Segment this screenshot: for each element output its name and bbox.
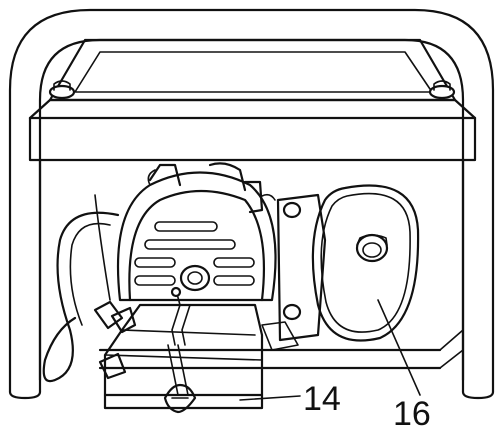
tank-bolt-right	[428, 80, 456, 100]
engine-mount	[261, 193, 327, 351]
hoses	[147, 162, 276, 214]
alternator	[116, 171, 277, 302]
frame	[8, 8, 495, 400]
tank-bolt-left	[48, 80, 76, 100]
muffler-cover	[311, 184, 420, 342]
callout-14: 14	[303, 380, 341, 418]
leader-16	[377, 299, 421, 396]
control-box	[103, 286, 264, 414]
wire-loop	[42, 194, 120, 383]
fuel-tank	[28, 38, 477, 162]
callout-16: 16	[393, 395, 431, 430]
leader-14	[239, 395, 301, 401]
grille	[134, 221, 255, 286]
base-frame	[38, 158, 465, 382]
connector-left	[93, 300, 137, 380]
